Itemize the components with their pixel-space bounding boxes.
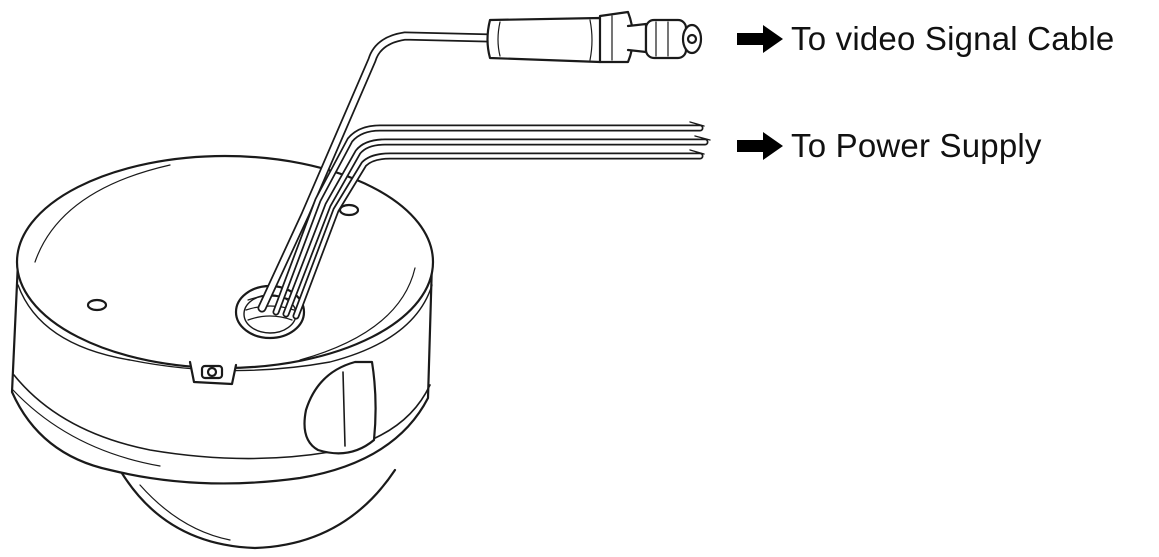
cable-bundle	[257, 31, 709, 320]
callout-video-label: To video Signal Cable	[791, 20, 1115, 57]
dome-cover	[118, 468, 397, 550]
lock-screw	[188, 360, 238, 386]
right-arrow-icon	[737, 132, 783, 160]
right-arrow-icon	[737, 25, 783, 53]
callout-power-supply: To Power Supply	[735, 127, 1042, 165]
side-cutout	[303, 360, 377, 455]
callout-power-label: To Power Supply	[791, 127, 1042, 164]
bnc-connector	[486, 10, 703, 64]
callout-video-signal: To video Signal Cable	[735, 20, 1114, 58]
mounting-holes	[86, 203, 360, 312]
power-wire-ends	[689, 121, 711, 155]
